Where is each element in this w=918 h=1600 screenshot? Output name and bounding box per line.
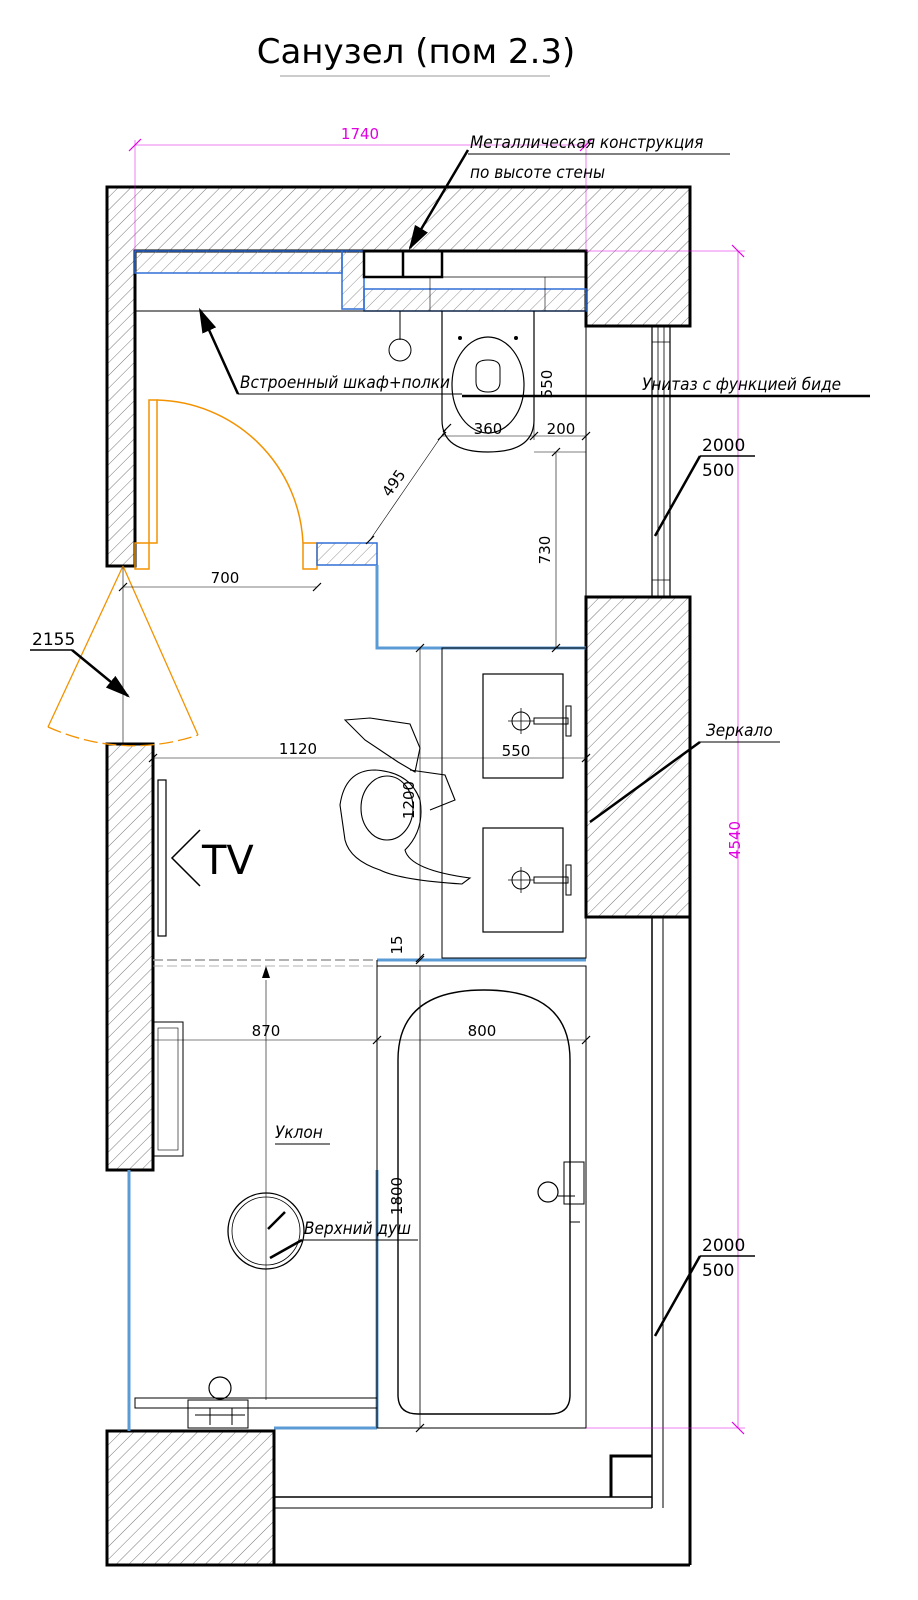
page-title: Санузел (пом 2.3)	[257, 32, 576, 72]
window2-bottom-mark: 500	[702, 1261, 734, 1281]
toilet-label: Унитаз с функцией биде	[642, 375, 841, 395]
shower-enclosure	[127, 958, 586, 1431]
annotations: Металлическая конструкция по высоте стен…	[32, 125, 841, 1281]
dim-200: 200	[547, 420, 576, 438]
dim-870: 870	[252, 1022, 281, 1040]
tv: TV	[157, 779, 254, 937]
dim-800: 800	[468, 1022, 497, 1040]
dim-overall-height: 4540	[726, 821, 744, 859]
metal-construction-label-2: по высоте стены	[470, 163, 605, 183]
dim-15: 15	[388, 935, 406, 954]
vanity-counter	[441, 647, 587, 959]
metal-construction-label-1: Металлическая конструкция	[470, 133, 703, 153]
built-in-cabinet	[134, 249, 587, 312]
dim-495: 495	[378, 466, 409, 500]
window2-top-mark: 2000	[702, 1236, 745, 1256]
entry-door	[47, 399, 586, 747]
window1-top-mark: 2000	[702, 436, 745, 456]
person-figure	[339, 717, 472, 885]
dim-700: 700	[211, 569, 240, 587]
dimension-lines	[118, 138, 745, 1435]
shower-label: Верхний душ	[304, 1219, 411, 1239]
mirror-label: Зеркало	[706, 721, 773, 741]
dim-1120: 1120	[279, 740, 317, 758]
slope-label: Уклон	[275, 1123, 323, 1143]
tv-label: TV	[201, 838, 254, 884]
dim-360: 360	[474, 420, 503, 438]
leader-lines	[30, 149, 870, 1337]
floor-threshold	[153, 959, 377, 1400]
dim-sink-550: 550	[502, 742, 531, 760]
dim-toilet-depth: 550	[538, 370, 556, 399]
window1-bottom-mark: 500	[702, 461, 734, 481]
door-height-mark: 2155	[32, 630, 75, 650]
dim-1800: 1800	[388, 1177, 406, 1215]
cabinet-label: Встроенный шкаф+полки	[240, 373, 450, 393]
dim-overall-width: 1740	[341, 125, 379, 143]
dim-730: 730	[536, 536, 554, 565]
title-block: Санузел (пом 2.3)	[257, 32, 576, 77]
dim-1200: 1200	[400, 781, 418, 819]
toilet	[388, 311, 535, 453]
